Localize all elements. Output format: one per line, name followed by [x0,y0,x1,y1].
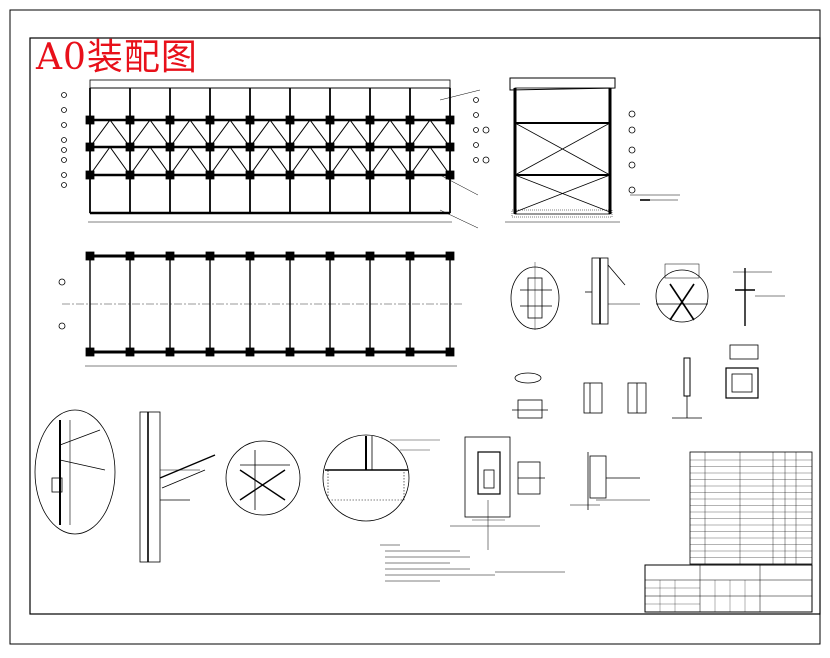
joint-node [445,115,455,125]
front-truss-bracing [89,119,451,176]
truss-brace [369,146,411,176]
joint-node [85,115,95,125]
plan-node [245,347,255,357]
drawing-title: A0装配图 [36,37,198,78]
outer-border [9,9,821,645]
detail-row-3 [34,409,440,563]
plan-node [405,347,415,357]
truss-brace [289,119,331,148]
truss-brace [169,146,211,176]
joint-node [325,115,335,125]
callout-bubble [473,97,479,103]
truss-brace [409,119,451,148]
plan-node [325,251,335,261]
callout-bubble [61,107,67,113]
joint-node [165,115,175,125]
detail-row-1 [510,257,785,330]
truss-brace [129,146,171,176]
joint-node [285,115,295,125]
side-elevation-view [482,77,680,223]
plan-node [205,251,215,261]
truss-brace [209,119,251,148]
joint-node [245,115,255,125]
frame-outline [89,87,451,214]
truss-brace [169,119,211,148]
detail-row-2 [512,344,759,419]
truss-brace [89,146,131,176]
truss-brace [249,146,291,176]
joint-node [125,115,135,125]
inner-border [29,37,821,615]
technical-notes [380,544,565,582]
plan-node [365,347,375,357]
truss-brace [129,119,171,148]
plan-node [285,251,295,261]
plan-node [205,347,215,357]
roof-band [89,79,451,89]
plan-node [405,251,415,261]
joint-node [405,115,415,125]
truss-brace [409,146,451,176]
callout-bubble [473,157,479,163]
plan-node [125,251,135,261]
plan-node [85,251,95,261]
plan-columns [85,251,455,357]
truss-brace [249,119,291,148]
callout-bubble [61,157,67,163]
plan-node [445,251,455,261]
front-elevation-view [61,79,481,229]
plan-node [365,251,375,261]
plan-node [445,347,455,357]
callout-bubble [473,127,479,133]
plan-node [165,251,175,261]
plan-view [58,251,462,367]
callout-bubble [61,92,67,98]
front-callouts [61,92,479,188]
joint-node [365,115,375,125]
parts-list [689,451,813,565]
truss-brace [329,119,371,148]
parts-list-rows [690,459,812,558]
truss-brace [329,146,371,176]
truss-brace [369,119,411,148]
callout-bubble [61,122,67,128]
callout-bubble [61,147,67,153]
callout-bubble [473,142,479,148]
callout-bubble [61,137,67,143]
plan-node [125,347,135,357]
plan-node [285,347,295,357]
callout-bubble [61,182,67,188]
truss-brace [89,119,131,148]
callout-bubble [473,112,479,118]
plan-node [165,347,175,357]
plan-node [85,347,95,357]
title-block [644,564,813,613]
plan-node [245,251,255,261]
front-columns [85,88,455,213]
callout-bubble [61,172,67,178]
truss-brace [209,146,251,176]
foundation-details [450,436,650,550]
plan-node [325,347,335,357]
joint-node [205,115,215,125]
truss-brace [289,146,331,176]
